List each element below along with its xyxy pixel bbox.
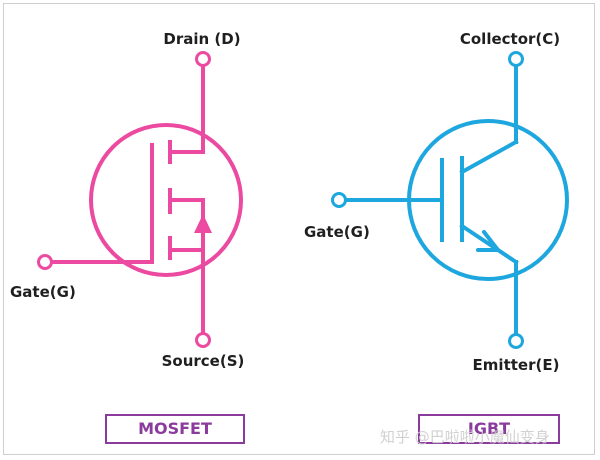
igbt-emitter-diagonal: [459, 223, 519, 265]
mosfet-source-label: Source(S): [162, 352, 245, 370]
mosfet-arrow-icon: [194, 214, 212, 233]
watermark-text: 知乎 @巴啦啦小魔仙变身: [380, 428, 550, 446]
mosfet-gate-label: Gate(G): [10, 283, 76, 301]
igbt-gate-terminal: [331, 192, 347, 208]
mosfet-caption-box: MOSFET: [105, 414, 245, 444]
igbt-emitter-label: Emitter(E): [473, 356, 560, 374]
mosfet-drain-label: Drain (D): [163, 30, 240, 48]
igbt-gate-label: Gate(G): [304, 223, 370, 241]
mosfet-gate-terminal: [37, 254, 53, 270]
mosfet-caption: MOSFET: [138, 419, 212, 438]
mosfet-drain-terminal: [195, 51, 211, 67]
mosfet-source-terminal: [195, 332, 211, 348]
igbt-caption-box: IGBT: [418, 414, 560, 444]
igbt-symbol: [331, 51, 569, 349]
igbt-collector-diagonal: [459, 139, 519, 175]
figure-frame: [3, 3, 595, 455]
igbt-collector-terminal: [508, 51, 524, 67]
igbt-emitter-terminal: [508, 333, 524, 349]
mosfet-symbol: [37, 51, 243, 348]
igbt-arrow-icon: [476, 230, 503, 252]
mosfet-body-circle: [89, 123, 243, 277]
igbt-collector-label: Collector(C): [460, 30, 560, 48]
igbt-caption: IGBT: [467, 419, 511, 438]
